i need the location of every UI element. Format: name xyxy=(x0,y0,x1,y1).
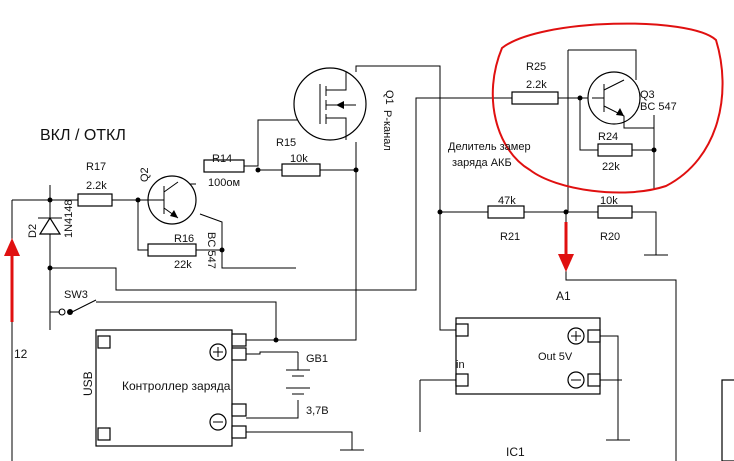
r21-value: 47k xyxy=(498,195,516,207)
r14-value: 100ом xyxy=(208,177,240,189)
r16-name: R16 xyxy=(174,233,194,245)
r16-value: 22k xyxy=(174,259,192,271)
switch-title: ВКЛ / ОТКЛ xyxy=(40,127,126,144)
a1-label: A1 xyxy=(556,289,571,303)
resistor-r25 xyxy=(511,91,559,105)
r24-name: R24 xyxy=(598,131,618,143)
mosfet-q1 xyxy=(293,67,367,141)
resistor-r14 xyxy=(203,159,245,173)
resistor-r17 xyxy=(77,193,113,207)
battery-gb1 xyxy=(286,369,310,395)
charge-controller xyxy=(95,329,247,447)
controller-label: Контроллер заряда xyxy=(122,379,231,393)
r20-name: R20 xyxy=(600,231,620,243)
ic1-in: in xyxy=(456,359,465,371)
transistor-q2 xyxy=(147,175,197,225)
resistor-r21 xyxy=(487,205,525,219)
q1-type: P-канал xyxy=(381,110,393,151)
r25-name: R25 xyxy=(526,61,546,73)
annotations xyxy=(4,22,724,322)
resistor-r24 xyxy=(597,143,633,157)
r15-value: 10k xyxy=(290,153,308,165)
gb1-name: GB1 xyxy=(306,353,328,365)
junction-dots xyxy=(47,95,657,343)
resistor-r16 xyxy=(147,243,197,257)
transistor-q3 xyxy=(587,71,654,129)
resistor-r20 xyxy=(597,205,633,219)
r14-name: R14 xyxy=(212,153,232,165)
divider-line1: Делитель замер xyxy=(448,141,531,153)
wires xyxy=(11,49,725,461)
q1-name: Q1 xyxy=(383,90,395,105)
arrow-up-icon xyxy=(4,238,20,322)
pin12-label: 12 xyxy=(14,347,28,361)
d2-type: 1N4148 xyxy=(63,199,75,238)
q2-type: BC 547 xyxy=(205,232,217,269)
highlight-outline xyxy=(491,22,724,194)
sw3-name: SW3 xyxy=(64,289,88,301)
q3-name: Q3 xyxy=(640,89,655,101)
resistor-r15 xyxy=(281,163,321,177)
r17-value: 2.2k xyxy=(86,180,107,192)
divider-line2: заряда АКБ xyxy=(452,157,512,169)
ic1-out: Out 5V xyxy=(538,351,573,363)
diode-d2 xyxy=(38,216,62,235)
partial-component xyxy=(721,379,734,461)
ic1-converter xyxy=(455,317,601,395)
r24-value: 22k xyxy=(602,161,620,173)
labels: ВКЛ / ОТКЛ R17 2.2k Q2 BC 547 R14 100ом … xyxy=(14,61,677,459)
r25-value: 2.2k xyxy=(526,79,547,91)
arrow-down-icon xyxy=(558,222,574,272)
r15-name: R15 xyxy=(276,137,296,149)
q2-name: Q2 xyxy=(139,167,151,182)
r21-name: R21 xyxy=(500,231,520,243)
r20-value: 10k xyxy=(600,195,618,207)
q3-type: BC 547 xyxy=(640,101,677,113)
ic1-name: IC1 xyxy=(506,445,525,459)
gb1-voltage: 3,7В xyxy=(306,405,329,417)
r17-name: R17 xyxy=(86,161,106,173)
d2-name: D2 xyxy=(27,224,39,238)
switch-sw3 xyxy=(50,299,277,340)
usb-label: USB xyxy=(81,371,95,396)
